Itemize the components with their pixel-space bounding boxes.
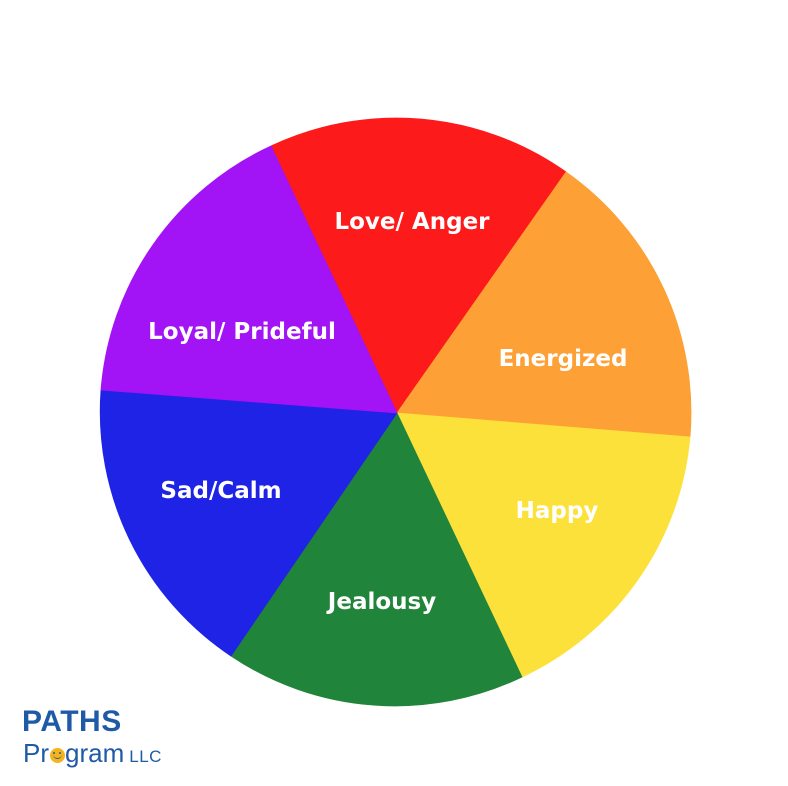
label-energized: Energized	[499, 346, 628, 372]
segment-love-anger	[270, 117, 567, 414]
label-jealousy: Jealousy	[326, 589, 436, 615]
logo-paths-text: PATHS	[22, 705, 122, 738]
logo-program-part2: gram	[65, 738, 125, 768]
logo-program-part1: Pr	[23, 738, 49, 768]
label-sad-calm: Sad/Calm	[160, 478, 281, 504]
segment-loyal-prideful	[100, 145, 398, 414]
label-loyal-prideful: Loyal/ Prideful	[148, 319, 336, 345]
label-happy: Happy	[516, 498, 599, 524]
segment-sad-calm	[99, 389, 398, 657]
label-love-anger: Love/ Anger	[334, 209, 490, 235]
segment-jealousy	[230, 412, 523, 707]
logo-llc-text: LLC	[129, 747, 162, 766]
smiley-o-icon	[49, 748, 65, 763]
segment-energized	[396, 171, 692, 438]
wheel-segments	[99, 117, 692, 707]
segment-happy	[396, 412, 691, 678]
wheel-labels: Love/ Anger Energized Happy Jealousy Sad…	[148, 209, 627, 615]
